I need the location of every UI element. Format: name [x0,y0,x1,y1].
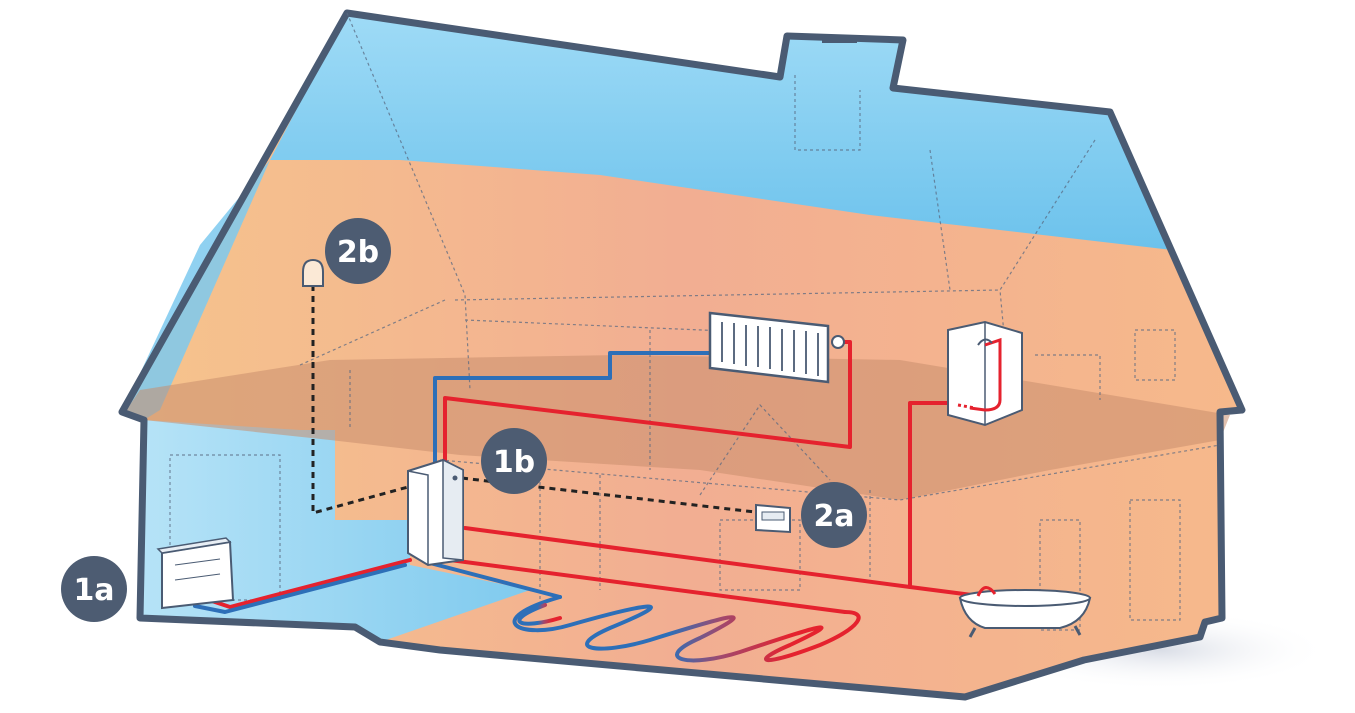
badge-1a-label: 1a [73,573,114,608]
roof-area [270,13,1172,250]
bathtub-icon [958,586,1092,638]
badge-2b: 2b [325,218,391,284]
shower-icon [947,320,1023,427]
indoor-unit-icon [407,458,464,567]
badge-2b-label: 2b [337,235,379,270]
radiator-icon [708,311,845,384]
badge-2a-label: 2a [813,499,854,534]
underfloor-heating-icon [512,595,861,663]
cold-pipe [433,351,715,467]
badge-2a: 2a [801,482,867,548]
badge-1b-label: 1b [493,445,535,480]
house-outline [118,9,1246,701]
badge-1b: 1b [481,428,547,494]
structure-lines [169,12,1221,631]
outdoor-sensor-icon [302,258,324,287]
outdoor-unit-icon [156,537,235,610]
cool-room [140,420,530,642]
thermostat-icon [755,503,791,534]
badge-1a: 1a [61,556,127,622]
